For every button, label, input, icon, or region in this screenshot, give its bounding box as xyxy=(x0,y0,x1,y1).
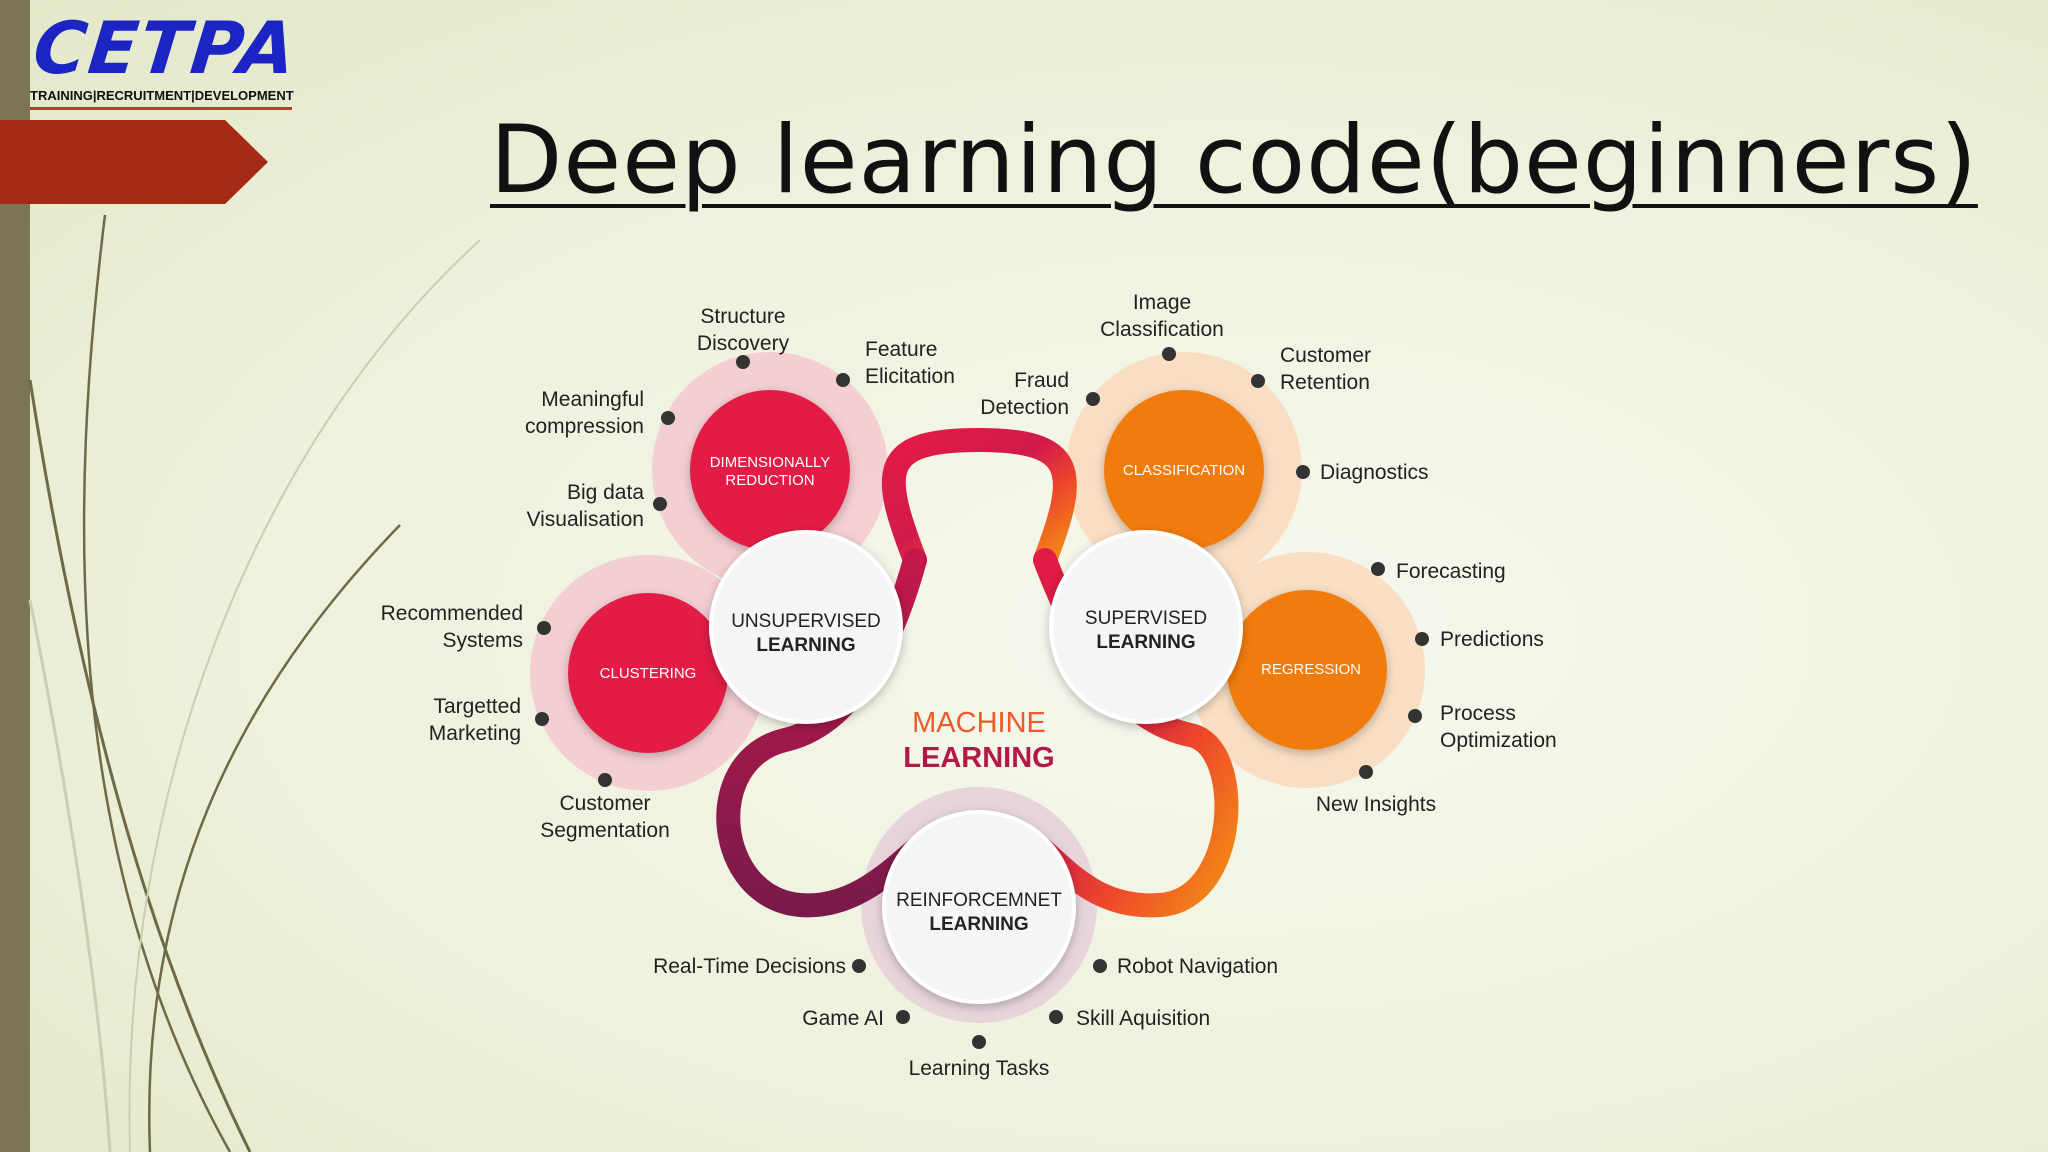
center-title-line-2: LEARNING xyxy=(903,742,1054,774)
dot-robot xyxy=(1093,959,1107,973)
label-learning-tasks: Learning Tasks xyxy=(909,1057,1050,1080)
label-process-2: Optimization xyxy=(1440,729,1557,752)
dimensionality-label-2: REDUCTION xyxy=(725,472,814,489)
classification-node xyxy=(1104,390,1264,550)
dot-big-data xyxy=(653,497,667,511)
dot-recommended xyxy=(537,621,551,635)
label-new-insights: New Insights xyxy=(1316,793,1436,816)
dot-forecasting xyxy=(1371,562,1385,576)
arrow-tab xyxy=(0,120,268,204)
dot-fraud xyxy=(1086,392,1100,406)
dot-meaningful-compression xyxy=(661,411,675,425)
unsupervised-hub xyxy=(709,530,903,724)
label-bigdata-1: Big data xyxy=(567,481,644,504)
reinforcement-line-1: REINFORCEMNET xyxy=(896,890,1062,911)
label-customerseg-2: Segmentation xyxy=(540,819,670,842)
supervised-hub xyxy=(1049,530,1243,724)
label-forecasting: Forecasting xyxy=(1396,560,1506,583)
label-predictions: Predictions xyxy=(1440,628,1544,651)
label-fraud-2: Detection xyxy=(980,396,1069,419)
center-title-line-1: MACHINE xyxy=(912,707,1046,739)
label-game-ai: Game AI xyxy=(802,1007,884,1030)
reinforcement-hub xyxy=(882,810,1076,1004)
label-structure-1: Structure xyxy=(700,305,785,328)
label-diagnostics: Diagnostics xyxy=(1320,461,1429,484)
dot-skill xyxy=(1049,1010,1063,1024)
reinforcement-line-2: LEARNING xyxy=(929,914,1028,935)
dot-image-class xyxy=(1162,347,1176,361)
label-meaningful-2: compression xyxy=(525,415,644,438)
label-retention-1: Customer xyxy=(1280,344,1371,367)
dot-diagnostics xyxy=(1296,465,1310,479)
dot-new-insights xyxy=(1359,765,1373,779)
classification-label: CLASSIFICATION xyxy=(1123,462,1245,479)
dot-customer-seg xyxy=(598,773,612,787)
cetpa-logo: CETPA TRAINING|RECRUITMENT|DEVELOPMENT xyxy=(30,6,301,110)
label-process-1: Process xyxy=(1440,702,1516,725)
dimensionality-node xyxy=(690,390,850,550)
regression-node xyxy=(1227,590,1387,750)
unsupervised-line-1: UNSUPERVISED xyxy=(731,611,881,632)
label-feature-2: Elicitation xyxy=(865,365,955,388)
clustering-label: CLUSTERING xyxy=(600,665,697,682)
unsupervised-line-2: LEARNING xyxy=(756,635,855,656)
regression-label: REGRESSION xyxy=(1261,661,1361,678)
dot-feature-elicitation xyxy=(836,373,850,387)
label-retention-2: Retention xyxy=(1280,371,1370,394)
supervised-line-1: SUPERVISED xyxy=(1085,608,1207,629)
label-structure-2: Discovery xyxy=(697,332,790,355)
label-recommended-1: Recommended xyxy=(381,602,523,625)
label-real-time: Real-Time Decisions xyxy=(653,955,846,978)
label-customerseg-1: Customer xyxy=(559,792,650,815)
label-meaningful-1: Meaningful xyxy=(541,388,644,411)
label-bigdata-2: Visualisation xyxy=(526,508,644,531)
label-targetted-2: Marketing xyxy=(429,722,521,745)
label-recommended-2: Systems xyxy=(442,629,523,652)
dot-customer-retention xyxy=(1251,374,1265,388)
dot-predictions xyxy=(1415,632,1429,646)
dot-process xyxy=(1408,709,1422,723)
slide-title: Deep learning code(beginners) xyxy=(490,106,1978,215)
dimensionality-label-1: DIMENSIONALLY xyxy=(710,454,831,471)
label-robot: Robot Navigation xyxy=(1117,955,1278,978)
dot-real-time xyxy=(852,959,866,973)
label-image-1: Image xyxy=(1133,291,1191,314)
label-image-2: Classification xyxy=(1100,318,1224,341)
supervised-line-2: LEARNING xyxy=(1096,632,1195,653)
dot-game-ai xyxy=(896,1010,910,1024)
label-targetted-1: Targetted xyxy=(433,695,521,718)
label-fraud-1: Fraud xyxy=(1014,369,1069,392)
label-feature-1: Feature xyxy=(865,338,937,361)
dot-learning-tasks xyxy=(972,1035,986,1049)
label-skill: Skill Aquisition xyxy=(1076,1007,1210,1030)
dot-targetted xyxy=(535,712,549,726)
clustering-node xyxy=(568,593,728,753)
logo-tagline: TRAINING|RECRUITMENT|DEVELOPMENT xyxy=(30,88,294,103)
dot-structure-discovery xyxy=(736,355,750,369)
logo-underline xyxy=(30,107,292,110)
